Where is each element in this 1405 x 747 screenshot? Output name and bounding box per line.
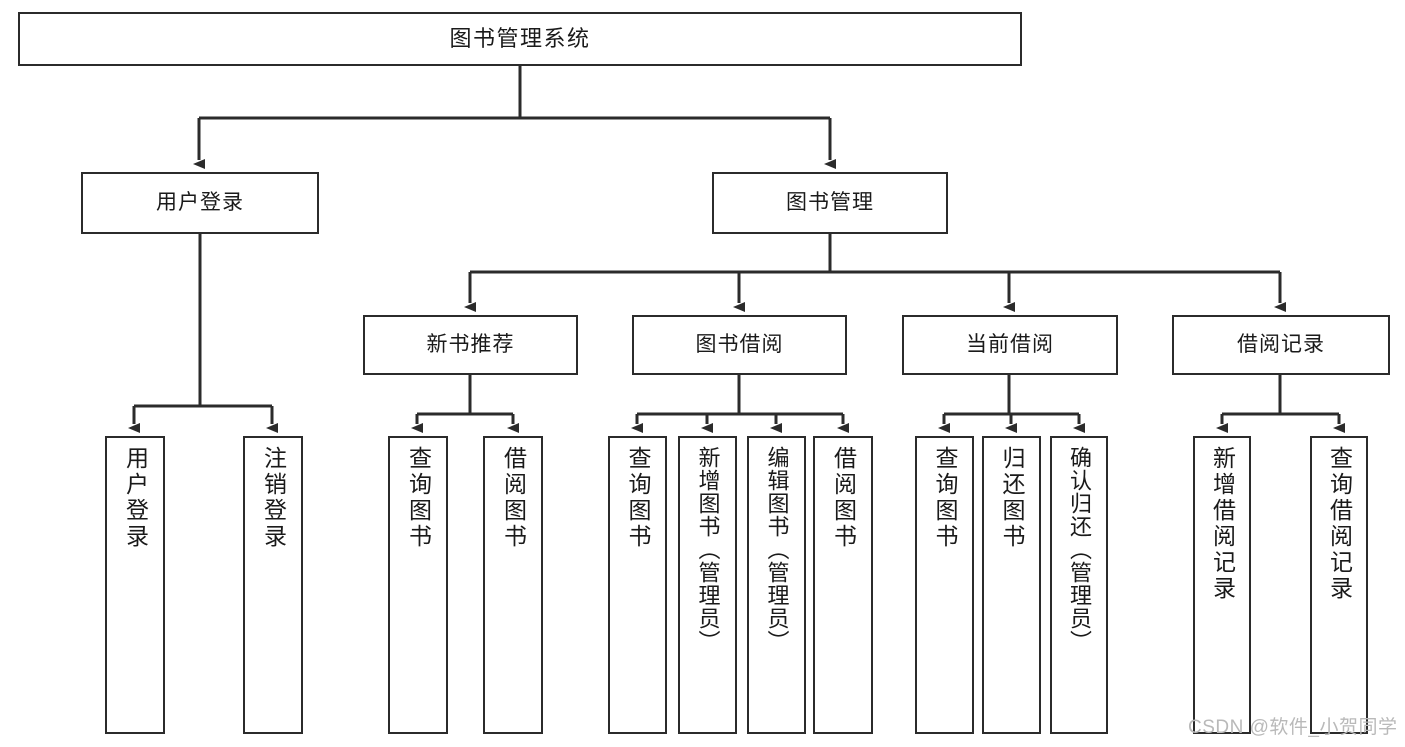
- node-label: 查询图书: [932, 446, 958, 550]
- node-label: 注销登录: [260, 446, 287, 550]
- leaf-user-login[interactable]: 用户登录: [105, 436, 165, 734]
- node-book-borrow[interactable]: 图书借阅: [632, 315, 847, 375]
- leaf-query-book-borrow[interactable]: 查询图书: [608, 436, 667, 734]
- leaf-return-book[interactable]: 归还图书: [982, 436, 1041, 734]
- leaf-borrow-book-recommend[interactable]: 借阅图书: [483, 436, 543, 734]
- node-label: 新书推荐: [426, 332, 515, 356]
- node-label: 确认归还（管理员）: [1067, 446, 1092, 653]
- node-new-book-recommend[interactable]: 新书推荐: [363, 315, 578, 375]
- leaf-add-book-admin[interactable]: 新增图书（管理员）: [678, 436, 737, 734]
- node-label: 图书管理: [786, 190, 874, 214]
- node-label: 新增图书（管理员）: [695, 446, 721, 653]
- watermark: CSDN @软件_小贺同学: [1188, 717, 1398, 738]
- leaf-add-borrow-record[interactable]: 新增借阅记录: [1193, 436, 1251, 734]
- node-book-management[interactable]: 图书管理: [712, 172, 948, 234]
- node-root-book-management-system[interactable]: 图书管理系统: [18, 12, 1022, 66]
- node-label: 借阅图书: [500, 446, 527, 550]
- node-label: 用户登录: [122, 446, 149, 550]
- node-user-login[interactable]: 用户登录: [81, 172, 319, 234]
- node-label: 编辑图书（管理员）: [764, 446, 790, 653]
- leaf-logout[interactable]: 注销登录: [243, 436, 303, 734]
- node-label: 查询图书: [405, 446, 432, 550]
- leaf-query-book-recommend[interactable]: 查询图书: [388, 436, 448, 734]
- node-label: 当前借阅: [966, 332, 1054, 356]
- leaf-query-book-current[interactable]: 查询图书: [915, 436, 974, 734]
- node-label: 图书管理系统: [449, 26, 591, 52]
- leaf-borrow-book[interactable]: 借阅图书: [813, 436, 873, 734]
- node-label: 查询借阅记录: [1326, 446, 1353, 602]
- node-label: 借阅记录: [1237, 332, 1325, 356]
- node-label: 借阅图书: [830, 446, 857, 550]
- node-label: 图书借阅: [695, 332, 784, 356]
- node-label: 用户登录: [156, 190, 244, 214]
- leaf-query-borrow-record[interactable]: 查询借阅记录: [1310, 436, 1368, 734]
- node-borrow-record[interactable]: 借阅记录: [1172, 315, 1390, 375]
- node-label: 新增借阅记录: [1209, 446, 1236, 602]
- node-current-borrow[interactable]: 当前借阅: [902, 315, 1118, 375]
- node-label: 查询图书: [625, 446, 651, 550]
- leaf-edit-book-admin[interactable]: 编辑图书（管理员）: [747, 436, 806, 734]
- node-label: 归还图书: [999, 446, 1025, 550]
- leaf-confirm-return-admin[interactable]: 确认归还（管理员）: [1050, 436, 1108, 734]
